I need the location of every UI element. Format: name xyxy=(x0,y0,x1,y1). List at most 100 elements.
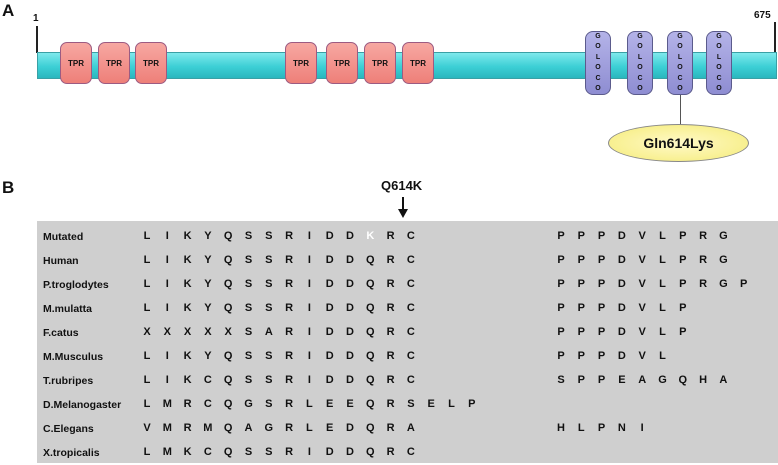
residue: P xyxy=(557,350,565,362)
residue: C xyxy=(406,446,415,458)
mutation-arrow-shaft xyxy=(402,197,404,210)
residue: I xyxy=(640,422,644,434)
residue: C xyxy=(406,254,415,266)
species-label: P.troglodytes xyxy=(43,279,109,291)
residue: D xyxy=(325,302,334,314)
residue: A xyxy=(719,374,728,386)
residue: D xyxy=(617,302,626,314)
residue: I xyxy=(307,254,311,266)
residue: Q xyxy=(366,326,375,338)
residue: V xyxy=(638,326,646,338)
residue: X xyxy=(224,326,232,338)
residue: R xyxy=(285,278,294,290)
residue: X xyxy=(163,326,171,338)
residue: D xyxy=(325,350,334,362)
tpr-domain: TPR xyxy=(402,42,434,84)
residue: R xyxy=(386,254,395,266)
goloco-letter: O xyxy=(595,64,601,71)
residue: M xyxy=(162,446,172,458)
tpr-domain: TPR xyxy=(135,42,167,84)
residue: X xyxy=(143,326,151,338)
residue: R xyxy=(285,326,294,338)
residue: Y xyxy=(204,350,212,362)
residue: D xyxy=(325,446,334,458)
residue: P xyxy=(597,374,606,386)
residue: L xyxy=(143,254,151,266)
goloco-letter: L xyxy=(677,53,683,61)
residue: H xyxy=(699,374,708,386)
residue: L xyxy=(659,278,666,290)
goloco-letter: O xyxy=(637,43,643,50)
residue: P xyxy=(597,254,606,266)
residue: Q xyxy=(366,302,375,314)
residue: E xyxy=(326,422,334,434)
residue: X xyxy=(183,326,192,338)
residue: M xyxy=(162,422,172,434)
goloco-letter: O xyxy=(637,85,643,92)
species-label: M.mulatta xyxy=(43,303,93,315)
goloco-letter: O xyxy=(677,85,683,92)
goloco-letter: L xyxy=(716,53,722,61)
residue: C xyxy=(406,350,415,362)
mutation-header: Q614K xyxy=(381,178,423,193)
goloco-letter: C xyxy=(595,74,601,82)
residue: S xyxy=(244,254,253,266)
species-label: F.catus xyxy=(43,327,79,339)
residue: Q xyxy=(223,422,233,434)
residue: R xyxy=(386,302,395,314)
residue: K xyxy=(183,446,192,458)
mutation-callout: Gln614Lys xyxy=(608,124,749,162)
residue: L xyxy=(659,350,666,362)
residue: P xyxy=(577,254,585,266)
residue: P xyxy=(597,350,606,362)
mutation-arrow-head xyxy=(398,209,408,218)
residue: Q xyxy=(366,422,375,434)
residue: M xyxy=(162,398,172,410)
residue: D xyxy=(346,278,354,290)
residue: V xyxy=(638,350,646,362)
residue: S xyxy=(265,230,273,242)
residue: P xyxy=(557,278,565,290)
residue: P xyxy=(679,278,687,290)
residue: C xyxy=(203,398,212,410)
goloco-letter: O xyxy=(595,43,601,50)
tpr-domain: TPR xyxy=(326,42,358,84)
residue: Q xyxy=(223,254,233,266)
residue: Q xyxy=(223,398,233,410)
residue: L xyxy=(659,326,666,338)
residue: S xyxy=(557,374,565,386)
residue: M xyxy=(203,422,213,434)
end-position-label: 675 xyxy=(754,10,771,21)
residue: I xyxy=(307,350,311,362)
goloco-letter: O xyxy=(677,64,683,71)
species-label: C.Elegans xyxy=(43,423,94,435)
residue: I xyxy=(307,374,311,386)
residue: S xyxy=(265,446,273,458)
residue: R xyxy=(386,422,395,434)
residue: D xyxy=(325,278,334,290)
residue: D xyxy=(346,230,354,242)
species-label: Mutated xyxy=(43,231,84,243)
residue: G xyxy=(719,254,728,266)
residue: P xyxy=(740,278,748,290)
residue: E xyxy=(346,398,354,410)
residue: L xyxy=(659,254,666,266)
residue: L xyxy=(143,374,151,386)
residue: R xyxy=(285,230,294,242)
residue: R xyxy=(386,230,395,242)
residue: L xyxy=(659,302,666,314)
goloco-letter: O xyxy=(677,43,683,50)
residue: V xyxy=(638,278,646,290)
residue: R xyxy=(183,422,192,434)
residue: I xyxy=(307,446,311,458)
residue: P xyxy=(557,254,565,266)
